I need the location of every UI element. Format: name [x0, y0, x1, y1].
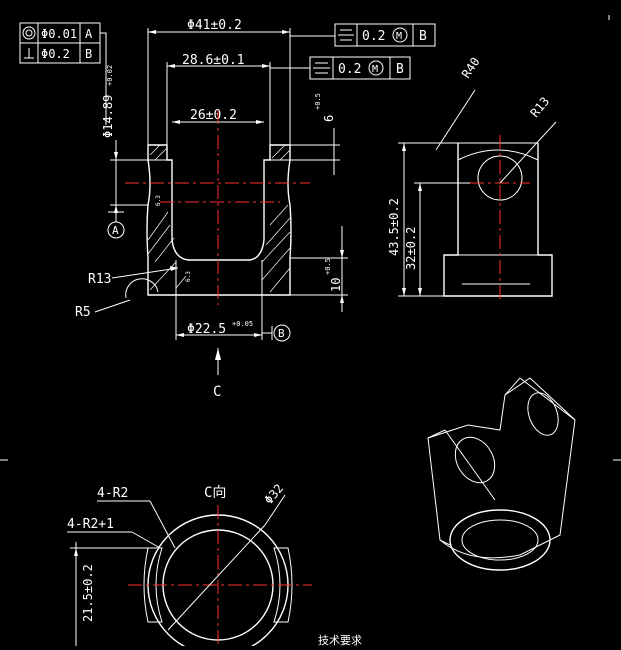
symmetry-2-value: 0.2 — [338, 62, 361, 77]
surface-finish-mark: 6.3 — [155, 195, 162, 206]
dim-r40: R40 — [459, 55, 483, 81]
dim-height-hole: 32±0.2 — [404, 227, 418, 270]
symmetry-2-datum: B — [396, 62, 404, 77]
dim-outer-width: Φ41±0.2 — [187, 18, 242, 33]
perpendicularity-symbol-icon — [24, 48, 34, 59]
dim-bottom-height: 10 — [329, 278, 343, 292]
dim-r2-plus: 4-R2+1 — [67, 517, 114, 532]
dim-bore-dia: Φ14.89 — [101, 95, 115, 138]
tol-row-2-datum: B — [85, 47, 92, 61]
symmetry-frame-1: 0.2 M B — [290, 23, 436, 47]
symmetry-1-value: 0.2 — [362, 29, 385, 44]
dim-height-total: 43.5±0.2 — [387, 198, 401, 256]
dim-r13: R13 — [88, 272, 111, 287]
dim-flange-height: 6 — [322, 115, 336, 122]
dim-r5: R5 — [75, 305, 91, 320]
dim-bottom-dia-tol: +0.05 — [232, 320, 253, 328]
dim-slot-width: 28.6±0.1 — [182, 53, 245, 68]
side-view: R40 R13 43.5±0.2 32±0.2 — [387, 55, 557, 300]
symmetry-frame-2: 0.2 M B — [270, 56, 411, 80]
bottom-view-c: C向 4-R2 4-R2+1 Φ32 21.5±0.2 — [67, 481, 312, 650]
dim-bottom-height-tol: +0.5 — [324, 258, 332, 275]
concentricity-symbol-icon — [22, 26, 36, 40]
isometric-view — [427, 377, 576, 571]
dim-bottom-view-dia: Φ32 — [262, 481, 287, 507]
dim-r2: 4-R2 — [97, 486, 128, 501]
datum-b-label: B — [278, 327, 285, 340]
symmetry-symbol-icon — [313, 62, 330, 74]
surface-finish-mark: 6.3 — [185, 271, 192, 282]
view-arrow-label: C — [213, 384, 221, 400]
tol-row-1-datum: A — [85, 27, 93, 41]
tol-row-2-value: Φ0.2 — [41, 47, 70, 61]
symmetry-2-modifier: M — [372, 64, 378, 75]
dim-bottom-dia: Φ22.5 — [187, 322, 226, 337]
symmetry-1-modifier: M — [396, 31, 402, 42]
tolerance-frame: Φ0.01 A Φ0.2 B — [19, 22, 107, 125]
dim-flange-height-tol: +0.5 — [314, 93, 322, 110]
mmc-circle-icon — [368, 60, 384, 76]
front-section-view: Φ41±0.2 28.6±0.1 26±0.2 0.2 M B — [75, 18, 436, 400]
tol-row-1-value: Φ0.01 — [41, 27, 77, 41]
dim-inner-width: 26±0.2 — [190, 108, 237, 123]
dim-height-bottom-view: 21.5±0.2 — [81, 564, 95, 622]
symmetry-1-datum: B — [419, 29, 427, 44]
mmc-circle-icon — [392, 27, 408, 43]
datum-a-label: A — [112, 224, 119, 237]
tech-requirements-heading: 技术要求 — [318, 634, 362, 646]
view-c-title: C向 — [204, 485, 226, 501]
dim-r13-side: R13 — [528, 94, 553, 120]
symmetry-symbol-icon — [338, 29, 354, 41]
dim-bore-dia-tol: +0.02 — [106, 65, 114, 86]
datum-a-circle-icon — [107, 221, 125, 239]
section-hatching — [147, 144, 291, 293]
datum-b-circle-icon — [273, 324, 291, 342]
